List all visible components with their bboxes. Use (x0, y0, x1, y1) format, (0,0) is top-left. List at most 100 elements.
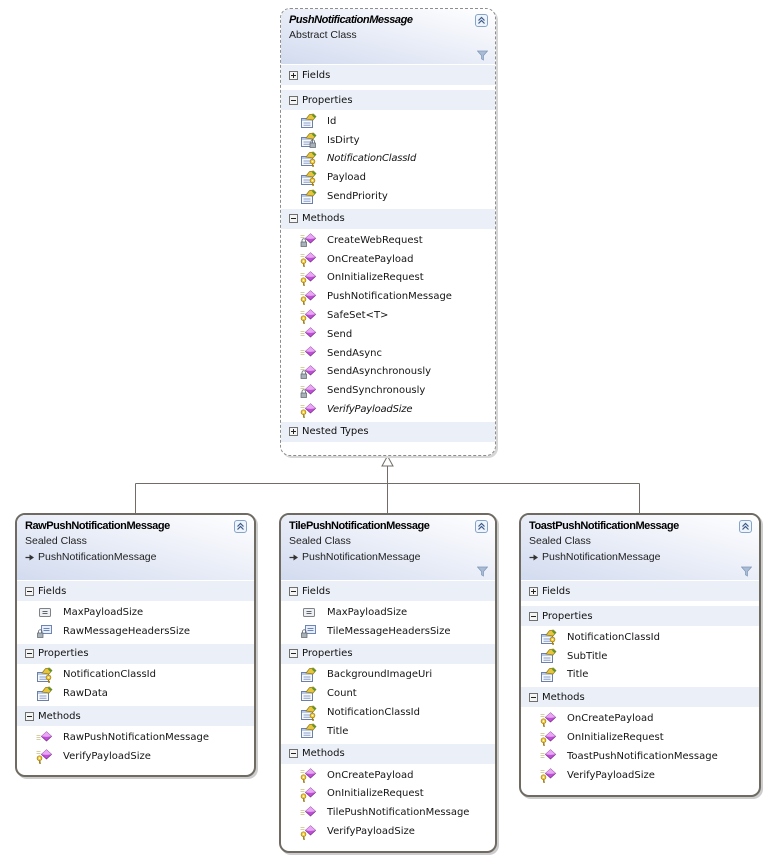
collapse-chevron-up-icon[interactable] (475, 520, 488, 533)
member-item[interactable]: OnInitializeRequest (281, 269, 495, 288)
inherits-arrow-icon (529, 554, 538, 560)
member-name: SendSynchronously (327, 385, 426, 397)
member-item[interactable]: SendAsync (281, 344, 495, 363)
section-header-properties[interactable]: Properties (521, 605, 759, 626)
member-item[interactable]: RawData (17, 684, 254, 703)
member-name: VerifyPayloadSize (567, 769, 655, 781)
member-name: OnInitializeRequest (327, 788, 424, 800)
member-item[interactable]: Title (521, 666, 759, 685)
collapse-minus-icon[interactable] (289, 749, 298, 759)
member-item[interactable]: SafeSet<T> (281, 306, 495, 325)
section-header-fields[interactable]: Fields (281, 580, 495, 601)
expand-plus-icon[interactable] (529, 586, 538, 596)
member-item[interactable]: MaxPayloadSize (281, 603, 495, 622)
section-header-properties[interactable]: Properties (17, 642, 254, 664)
base-class-name: PushNotificationMessage (38, 551, 157, 563)
section-header-fields[interactable]: Fields (17, 580, 254, 601)
member-item[interactable]: TileMessageHeadersSize (281, 622, 495, 641)
section-header-methods[interactable]: Methods (521, 686, 759, 708)
member-item[interactable]: OnCreatePayload (521, 709, 759, 728)
collapse-minus-icon[interactable] (289, 214, 298, 224)
collapse-minus-icon[interactable] (25, 649, 34, 659)
member-item[interactable]: OnCreatePayload (281, 766, 495, 785)
member-item[interactable]: OnCreatePayload (281, 250, 495, 269)
collapse-minus-icon[interactable] (25, 586, 34, 596)
method-protected-icon (36, 749, 53, 765)
base-class-name: PushNotificationMessage (542, 551, 661, 563)
member-item[interactable]: Send (281, 325, 495, 344)
method-protected-icon (300, 252, 317, 267)
member-item[interactable]: SubTitle (521, 647, 759, 666)
collapse-chevron-up-icon[interactable] (475, 14, 488, 27)
collapse-minus-icon[interactable] (529, 692, 538, 702)
section-label: Methods (302, 213, 345, 225)
collapse-chevron-up-icon[interactable] (739, 520, 752, 533)
member-name: TileMessageHeadersSize (327, 625, 451, 637)
collapse-minus-icon[interactable] (529, 611, 538, 621)
member-item[interactable]: VerifyPayloadSize (281, 822, 495, 841)
member-item[interactable]: SendAsynchronously (281, 363, 495, 382)
member-item[interactable]: NotificationClassId (281, 150, 495, 169)
section-header-fields[interactable]: Fields (281, 64, 495, 85)
member-item[interactable]: OnInitializeRequest (281, 785, 495, 804)
member-item[interactable]: NotificationClassId (281, 703, 495, 722)
inheritance-arrowhead (381, 454, 394, 467)
member-item[interactable]: TilePushNotificationMessage (281, 803, 495, 822)
property-private-icon (301, 132, 317, 149)
member-name: ToastPushNotificationMessage (567, 750, 718, 762)
member-item[interactable]: NotificationClassId (521, 628, 759, 647)
member-item[interactable]: PushNotificationMessage (281, 287, 495, 306)
member-item[interactable]: IsDirty (281, 131, 495, 150)
section-header-properties[interactable]: Properties (281, 642, 495, 664)
method-protected-icon (300, 271, 317, 286)
section-header-methods[interactable]: Methods (281, 207, 495, 229)
member-item[interactable]: ToastPushNotificationMessage (521, 747, 759, 766)
member-item[interactable]: VerifyPayloadSize (521, 766, 759, 785)
method-public-icon (36, 730, 53, 742)
member-item[interactable]: RawPushNotificationMessage (17, 728, 254, 747)
member-item[interactable]: VerifyPayloadSize (281, 400, 495, 419)
member-name: SafeSet<T> (327, 310, 389, 322)
member-item[interactable]: Title (281, 722, 495, 741)
collapse-minus-icon[interactable] (289, 649, 298, 659)
member-item[interactable]: SendSynchronously (281, 381, 495, 400)
collapse-minus-icon[interactable] (289, 586, 298, 596)
section-header-nested-types[interactable]: Nested Types (281, 420, 495, 442)
filter-icon[interactable] (477, 50, 488, 61)
member-item[interactable]: NotificationClassId (17, 666, 254, 685)
member-item[interactable]: MaxPayloadSize (17, 603, 254, 622)
member-item[interactable]: BackgroundImageUri (281, 666, 495, 685)
member-item[interactable]: Payload (281, 168, 495, 187)
section-header-fields[interactable]: Fields (521, 580, 759, 601)
section-header-properties[interactable]: Properties (281, 89, 495, 110)
member-item[interactable]: VerifyPayloadSize (17, 747, 254, 766)
expand-plus-icon[interactable] (289, 427, 298, 437)
section-header-methods[interactable]: Methods (281, 742, 495, 764)
property-protected-icon (37, 667, 53, 683)
filter-icon[interactable] (741, 566, 752, 577)
filter-icon[interactable] (477, 566, 488, 577)
member-item[interactable]: RawMessageHeadersSize (17, 622, 254, 641)
section-header-methods[interactable]: Methods (17, 705, 254, 727)
collapse-minus-icon[interactable] (25, 711, 34, 721)
member-item[interactable]: Count (281, 684, 495, 703)
base-class-name: PushNotificationMessage (302, 551, 421, 563)
collapse-minus-icon[interactable] (289, 95, 298, 105)
collapse-chevron-up-icon[interactable] (234, 520, 247, 533)
member-name: RawPushNotificationMessage (63, 732, 209, 744)
expand-plus-icon[interactable] (289, 70, 298, 80)
member-item[interactable]: SendPriority (281, 187, 495, 206)
member-item[interactable]: CreateWebRequest (281, 231, 495, 250)
member-item[interactable]: OnInitializeRequest (521, 728, 759, 747)
member-item[interactable]: Id (281, 112, 495, 131)
